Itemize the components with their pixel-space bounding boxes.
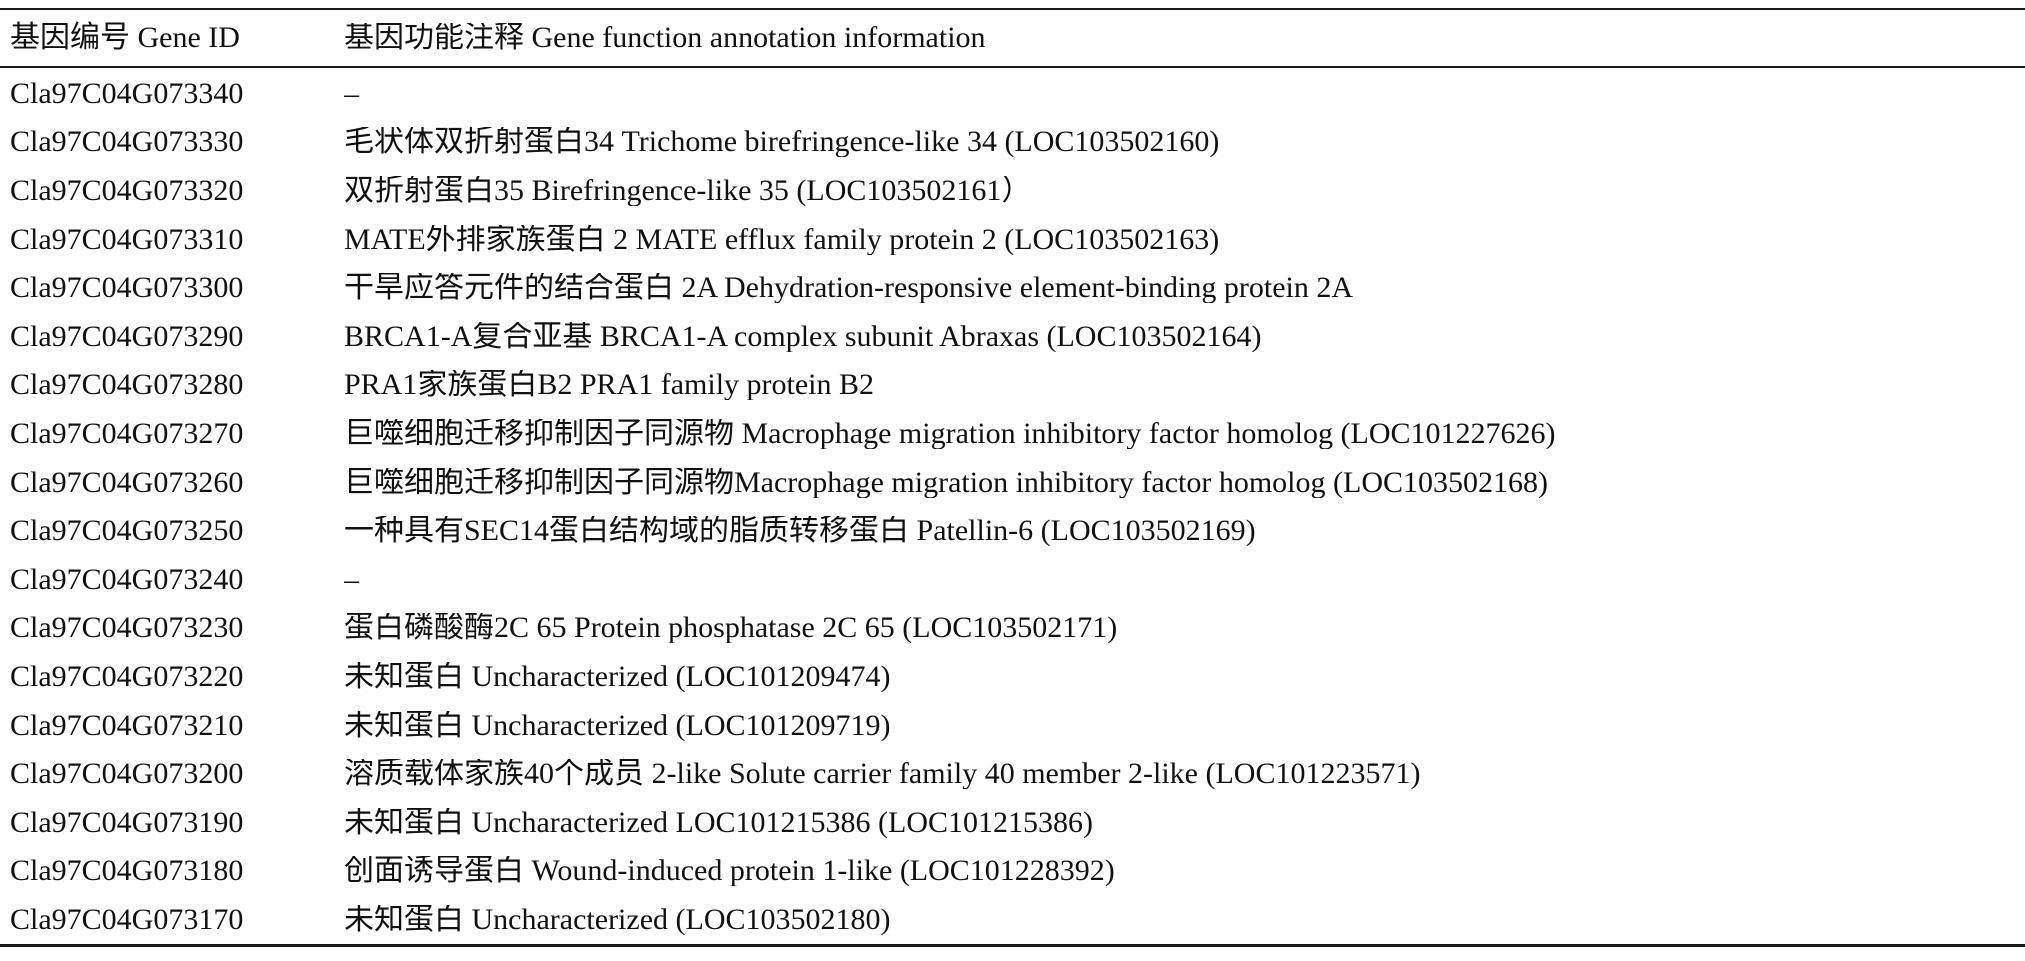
table-body: Cla97C04G073340 – Cla97C04G073330 毛状体双折射蛋白3…	[0, 68, 2025, 945]
table-row: Cla97C04G073320 双折射蛋白35 Birefringence-lik…	[0, 167, 2025, 216]
table-top-rule	[0, 8, 2025, 10]
gene-id-cell: Cla97C04G073260	[10, 465, 244, 499]
function-cell: 未知蛋白 Uncharacterized (LOC101209719)	[344, 710, 891, 741]
table-row: Cla97C04G073270 巨噬细胞迁移抑制因子同源物 Macrophage …	[0, 410, 2025, 459]
function-cell: 未知蛋白 Uncharacterized LOC101215386 (LOC10…	[344, 807, 1094, 838]
table-row: Cla97C04G073240 –	[0, 555, 2025, 604]
table-row: Cla97C04G073250 一种具有SEC14蛋白结构域的脂质转移蛋白 Pat…	[0, 507, 2025, 556]
gene-id-cell: Cla97C04G073230	[10, 611, 244, 645]
gene-id-cell: Cla97C04G073310	[10, 222, 244, 256]
gene-annotation-table: 基因编号 Gene ID 基因功能注释 Gene function annota…	[0, 8, 2025, 947]
function-cell: 毛状体双折射蛋白34 Trichome birefringence-like 3…	[344, 127, 1220, 158]
function-cell: PRA1家族蛋白B2 PRA1 family protein B2	[344, 370, 875, 401]
table-row: Cla97C04G073180 创面诱导蛋白 Wound-induced prot…	[0, 847, 2025, 896]
function-cell: 一种具有SEC14蛋白结构域的脂质转移蛋白 Patellin-6 (LOC103…	[344, 516, 1256, 547]
table-row: Cla97C04G073340 –	[0, 70, 2025, 119]
table-bottom-rule	[0, 944, 2025, 947]
function-cell: 溶质载体家族40个成员 2-like Solute carrier family…	[344, 759, 1421, 790]
gene-id-cell: Cla97C04G073190	[10, 805, 244, 839]
table-row: Cla97C04G073190 未知蛋白 Uncharacterized LOC1…	[0, 798, 2025, 847]
gene-id-cell: Cla97C04G073290	[10, 319, 244, 353]
function-cell: 巨噬细胞迁移抑制因子同源物Macrophage migration inhibi…	[344, 467, 1548, 498]
gene-id-cell: Cla97C04G073280	[10, 368, 244, 402]
gene-id-cell: Cla97C04G073200	[10, 757, 244, 791]
table-row: Cla97C04G073260 巨噬细胞迁移抑制因子同源物Macrophage m…	[0, 458, 2025, 507]
gene-id-cell: Cla97C04G073220	[10, 659, 244, 693]
function-cell: 干旱应答元件的结合蛋白 2A Dehydration-responsive el…	[344, 273, 1354, 304]
table-header-rule	[0, 66, 2025, 68]
table-row: Cla97C04G073210 未知蛋白 Uncharacterized (LOC…	[0, 701, 2025, 750]
gene-id-cell: Cla97C04G073320	[10, 173, 244, 207]
table-row: Cla97C04G073230 蛋白磷酸酶2C 65 Protein phosph…	[0, 604, 2025, 653]
gene-id-cell: Cla97C04G073250	[10, 514, 244, 548]
table-row: Cla97C04G073310 MATE外排家族蛋白 2 MATE efflux …	[0, 215, 2025, 264]
table-row: Cla97C04G073330 毛状体双折射蛋白34 Trichome biref…	[0, 118, 2025, 167]
function-cell: 未知蛋白 Uncharacterized (LOC103502180)	[344, 904, 891, 935]
gene-id-cell: Cla97C04G073300	[10, 271, 244, 305]
gene-id-cell: Cla97C04G073170	[10, 902, 244, 936]
table-row: Cla97C04G073280 PRA1家族蛋白B2 PRA1 family pr…	[0, 361, 2025, 410]
function-cell: –	[344, 78, 359, 109]
gene-id-cell: Cla97C04G073240	[10, 562, 244, 596]
function-cell: 未知蛋白 Uncharacterized (LOC101209474)	[344, 661, 891, 692]
table-header-row: 基因编号 Gene ID 基因功能注释 Gene function annota…	[0, 10, 2025, 66]
table-row: Cla97C04G073300 干旱应答元件的结合蛋白 2A Dehydratio…	[0, 264, 2025, 313]
function-cell: –	[344, 564, 359, 595]
function-cell: MATE外排家族蛋白 2 MATE efflux family protein …	[344, 224, 1220, 255]
header-function: 基因功能注释 Gene function annotation informat…	[344, 23, 986, 53]
table-row: Cla97C04G073220 未知蛋白 Uncharacterized (LOC…	[0, 653, 2025, 702]
function-cell: 蛋白磷酸酶2C 65 Protein phosphatase 2C 65 (LO…	[344, 613, 1118, 644]
gene-id-cell: Cla97C04G073270	[10, 416, 244, 450]
table-row: Cla97C04G073170 未知蛋白 Uncharacterized (LOC…	[0, 896, 2025, 945]
function-cell: 巨噬细胞迁移抑制因子同源物 Macrophage migration inhib…	[344, 418, 1556, 449]
function-cell: 双折射蛋白35 Birefringence-like 35 (LOC103502…	[344, 175, 1032, 206]
table-row: Cla97C04G073200 溶质载体家族40个成员 2-like Solute…	[0, 750, 2025, 799]
gene-id-cell: Cla97C04G073330	[10, 125, 244, 159]
gene-id-cell: Cla97C04G073180	[10, 854, 244, 888]
header-gene-id: 基因编号 Gene ID	[10, 21, 240, 54]
table-row: Cla97C04G073290 BRCA1-A复合亚基 BRCA1-A compl…	[0, 312, 2025, 361]
gene-id-cell: Cla97C04G073340	[10, 76, 244, 110]
function-cell: BRCA1-A复合亚基 BRCA1-A complex subunit Abra…	[344, 321, 1262, 352]
function-cell: 创面诱导蛋白 Wound-induced protein 1-like (LOC…	[344, 856, 1115, 887]
gene-id-cell: Cla97C04G073210	[10, 708, 244, 742]
